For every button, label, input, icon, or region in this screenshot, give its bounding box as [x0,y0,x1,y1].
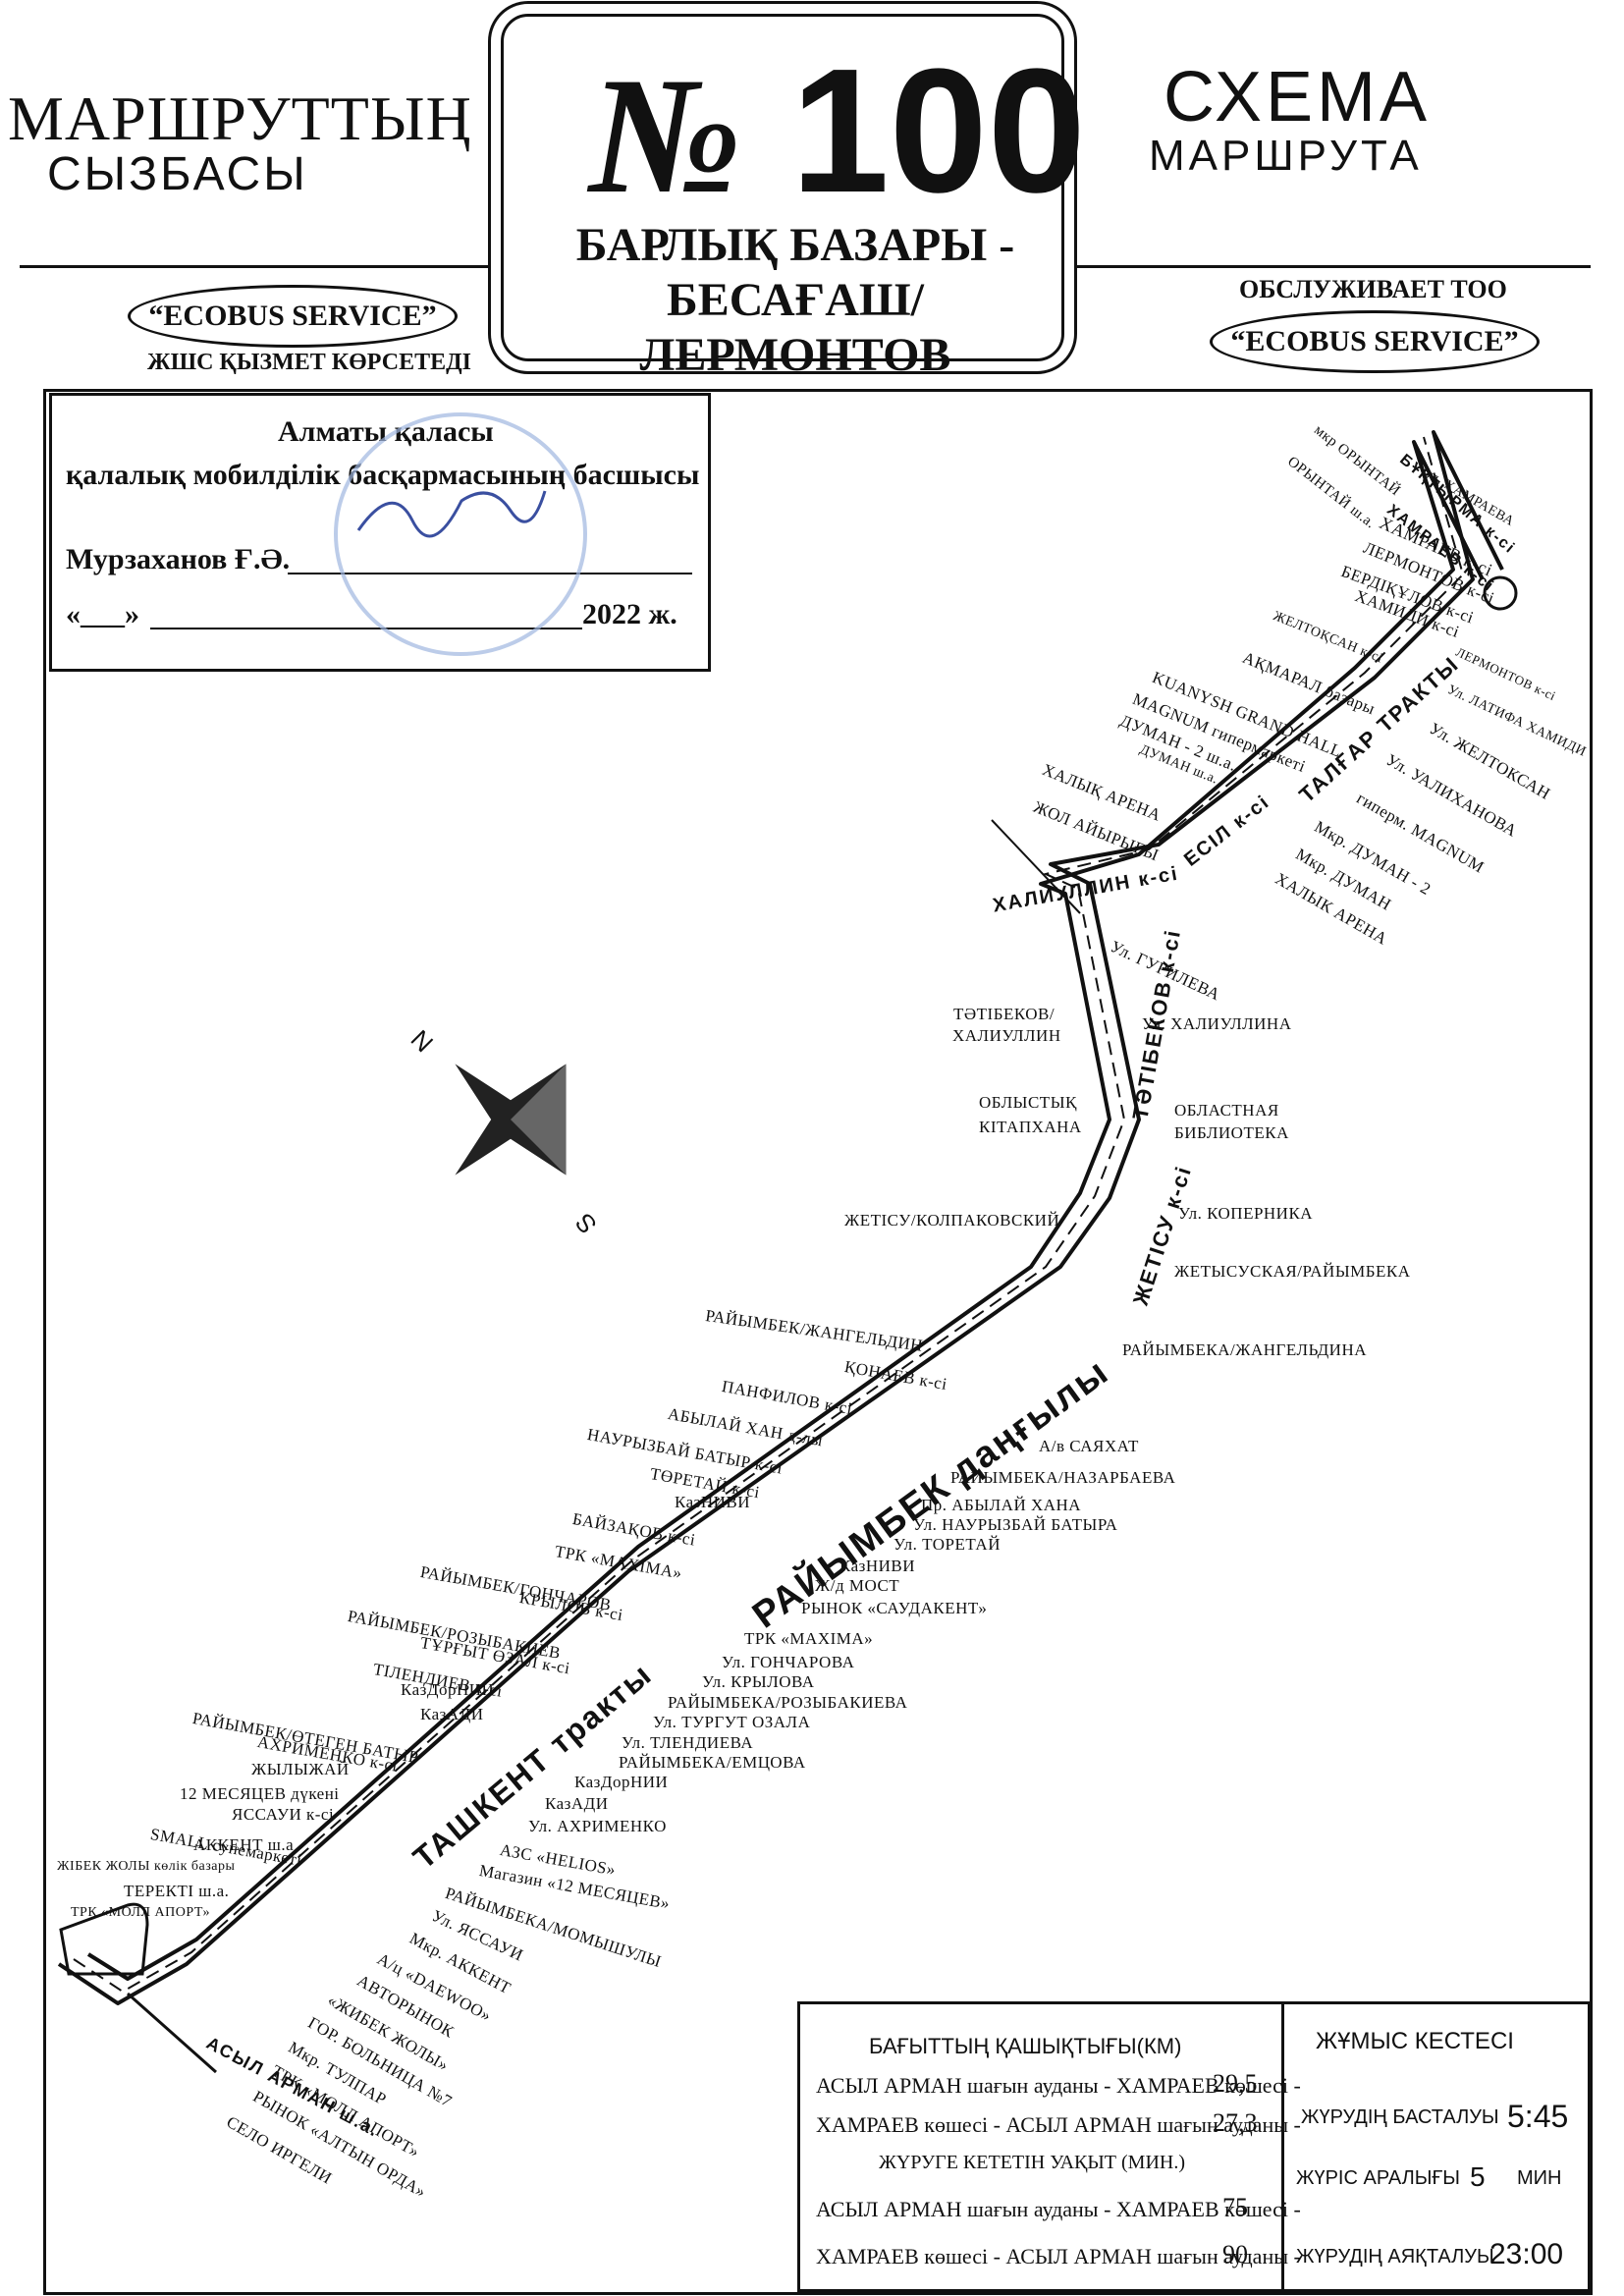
right-stop: РАЙЫМБЕКА/ЕМЦОВА [619,1753,806,1772]
route-path-inner [86,440,1485,1981]
time-row2-label: ХАМРАЕВ көшесі - АСЫЛ АРМАН шағын ауданы… [816,2244,1301,2269]
left-stop: ТЕРЕКТІ ш.а. [124,1882,230,1900]
operator-left-oval: “ECOBUS SERVICE” [128,285,458,348]
left-stop: ЖЕТІСУ/КОЛПАКОВСКИЙ [844,1211,1060,1230]
end-label: ЖҮРУДІҢ АЯҚТАЛУЫ [1296,2246,1494,2268]
date-line [150,628,582,629]
time-row1-value: 75 [1222,2193,1248,2221]
right-stop: Пр. АБЫЛАЙ ХАНА [921,1496,1082,1514]
left-stop: ХАЛИУЛЛИН [952,1026,1061,1045]
right-stop: ТРК «MAXIMA» [744,1629,874,1648]
right-stop: ОБЛАСТНАЯ [1174,1101,1279,1120]
left-stop: ТӘТІБЕКОВ/ [953,1005,1056,1023]
header-right-line1: СХЕМА [1164,58,1431,137]
time-title: ЖҮРУГЕ КЕТЕТІН УАҚЫТ (МИН.) [879,2152,1186,2173]
route-path-outer [57,430,1504,2005]
dist-row2-label: ХАМРАЕВ көшесі - АСЫЛ АРМАН шағын ауданы… [816,2112,1301,2137]
approval-signer: Мурзаханов Ғ.Ә. [66,543,291,575]
schedule-title: ЖҰМЫС КЕСТЕСІ [1316,2028,1514,2054]
approval-date-prefix: «___» [66,598,139,630]
route-direction-line [73,436,1465,1994]
right-stop: Ул. ТОРЕТАЙ [893,1535,1001,1554]
dist-row1-label: АСЫЛ АРМАН шағын ауданы - ХАМРАЕВ көшесі… [816,2073,1301,2098]
header-right-line2: МАРШРУТА [1149,132,1423,180]
terminal-loop [1483,575,1518,611]
interval-value: 5 [1470,2161,1486,2192]
left-stop: АККЕНТ ш.а [193,1835,295,1854]
right-stop: РАЙЫМБЕКА/НАЗАРБАЕВА [950,1468,1176,1487]
right-stop: Ул. ТУРГУТ ОЗАЛА [653,1713,811,1731]
time-row1-label: АСЫЛ АРМАН шағын ауданы - ХАМРАЕВ көшесі… [816,2197,1301,2221]
right-stop: Ул. ТЛЕНДИЕВА [622,1733,754,1752]
header-left-line2: СЫЗБАСЫ [47,148,308,200]
info-table: БАҒЫТТЫҢ ҚАШЫҚТЫҒЫ(КМ) АСЫЛ АРМАН шағын … [797,2001,1591,2292]
left-stop: КазНИВИ [675,1493,751,1511]
signature-mark [356,490,547,538]
dist-row1-value: 29,5 [1213,2069,1258,2098]
start-value: 5:45 [1507,2099,1569,2134]
right-stop: КазАДИ [545,1794,609,1813]
right-stop: Ул. АХРИМЕНКО [528,1817,667,1835]
route-title-box [501,14,1064,361]
cross-street [991,819,1081,914]
compass-icon [455,1064,567,1175]
route-number: № 100 [589,29,1086,233]
right-stop: КазДорНИИ [574,1773,669,1791]
left-stop: ЖІБЕК ЖОЛЫ көлік базары [57,1859,236,1874]
left-stop: КазАДИ [420,1705,484,1723]
left-stop: 12 МЕСЯЦЕВ дүкені [180,1784,340,1803]
interval-label: ЖҮРІС АРАЛЫҒЫ [1296,2167,1460,2189]
start-label: ЖҮРУДІҢ БАСТАЛУЫ [1301,2106,1499,2128]
left-stop: КазДорНИИ [401,1680,495,1699]
left-stop: ЖЫЛЫЖАЙ [251,1760,350,1778]
route-number-value: 100 [790,32,1086,230]
start-loop [59,1902,149,1976]
operator-left-caption: ЖШС ҚЫЗМЕТ КӨРСЕТЕДІ [147,350,471,375]
right-stop: Ж/д МОСТ [815,1576,900,1595]
right-stop: БИБЛИОТЕКА [1174,1123,1289,1142]
left-stop: ТРК «МОЛЛ АПОРТ» [71,1905,211,1920]
left-stop: КІТАПХАНА [979,1118,1082,1136]
time-row2-value: 90 [1222,2240,1248,2269]
right-stop: Ул. КРЫЛОВА [702,1672,815,1691]
right-stop: РАЙЫМБЕКА/ЖАНГЕЛЬДИНА [1122,1340,1368,1359]
left-stop: ЯССАУИ к-сі [232,1805,335,1824]
right-stop: РЫНОК «САУДАКЕНТ» [801,1599,988,1617]
distance-title: БАҒЫТТЫҢ ҚАШЫҚТЫҒЫ(КМ) [869,2034,1182,2058]
route-prefix: № [589,43,742,228]
right-stop: РАЙЫМБЕКА/РОЗЫБАКИЕВА [668,1693,908,1712]
route-name-line1: БАРЛЫҚ БАЗАРЫ - [575,219,1015,271]
header-left-line1: МАРШРУТТЫҢ [8,83,472,153]
approval-date-suffix: 2022 ж. [582,598,677,630]
right-stop: ЖЕТЫСУСКАЯ/РАЙЫМБЕКА [1174,1262,1411,1281]
end-value: 23:00 [1489,2238,1564,2270]
right-stop: А/в САЯХАТ [1039,1437,1139,1455]
asyl-arman-road [127,1992,217,2074]
operator-right-caption: ОБСЛУЖИВАЕТ ТОО [1239,275,1507,303]
right-stop: Ул. КОПЕРНИКА [1178,1204,1314,1223]
route-name-line2: БЕСАҒАШ/ЛЕРМОНТОВ [639,274,951,381]
right-stop: Ул. ХАЛИУЛЛИНА [1142,1014,1292,1033]
dist-row2-value: 27,3 [1213,2108,1258,2137]
right-stop: Ул. ГОНЧАРОВА [722,1653,855,1671]
stamp-seal [334,412,587,656]
operator-right-oval: “ECOBUS SERVICE” [1210,310,1540,373]
interval-unit: МИН [1517,2167,1562,2189]
info-divider [1281,2004,1284,2289]
map-frame [43,389,1593,2295]
left-stop: ОБЛЫСТЫҚ [979,1093,1077,1112]
route-name: БАРЛЫҚ БАЗАРЫ - БЕСАҒАШ/ЛЕРМОНТОВ [550,218,1041,383]
right-stop: Ул. НАУРЫЗБАЙ БАТЫРА [913,1515,1118,1534]
right-stop: КазНИВИ [839,1557,916,1575]
